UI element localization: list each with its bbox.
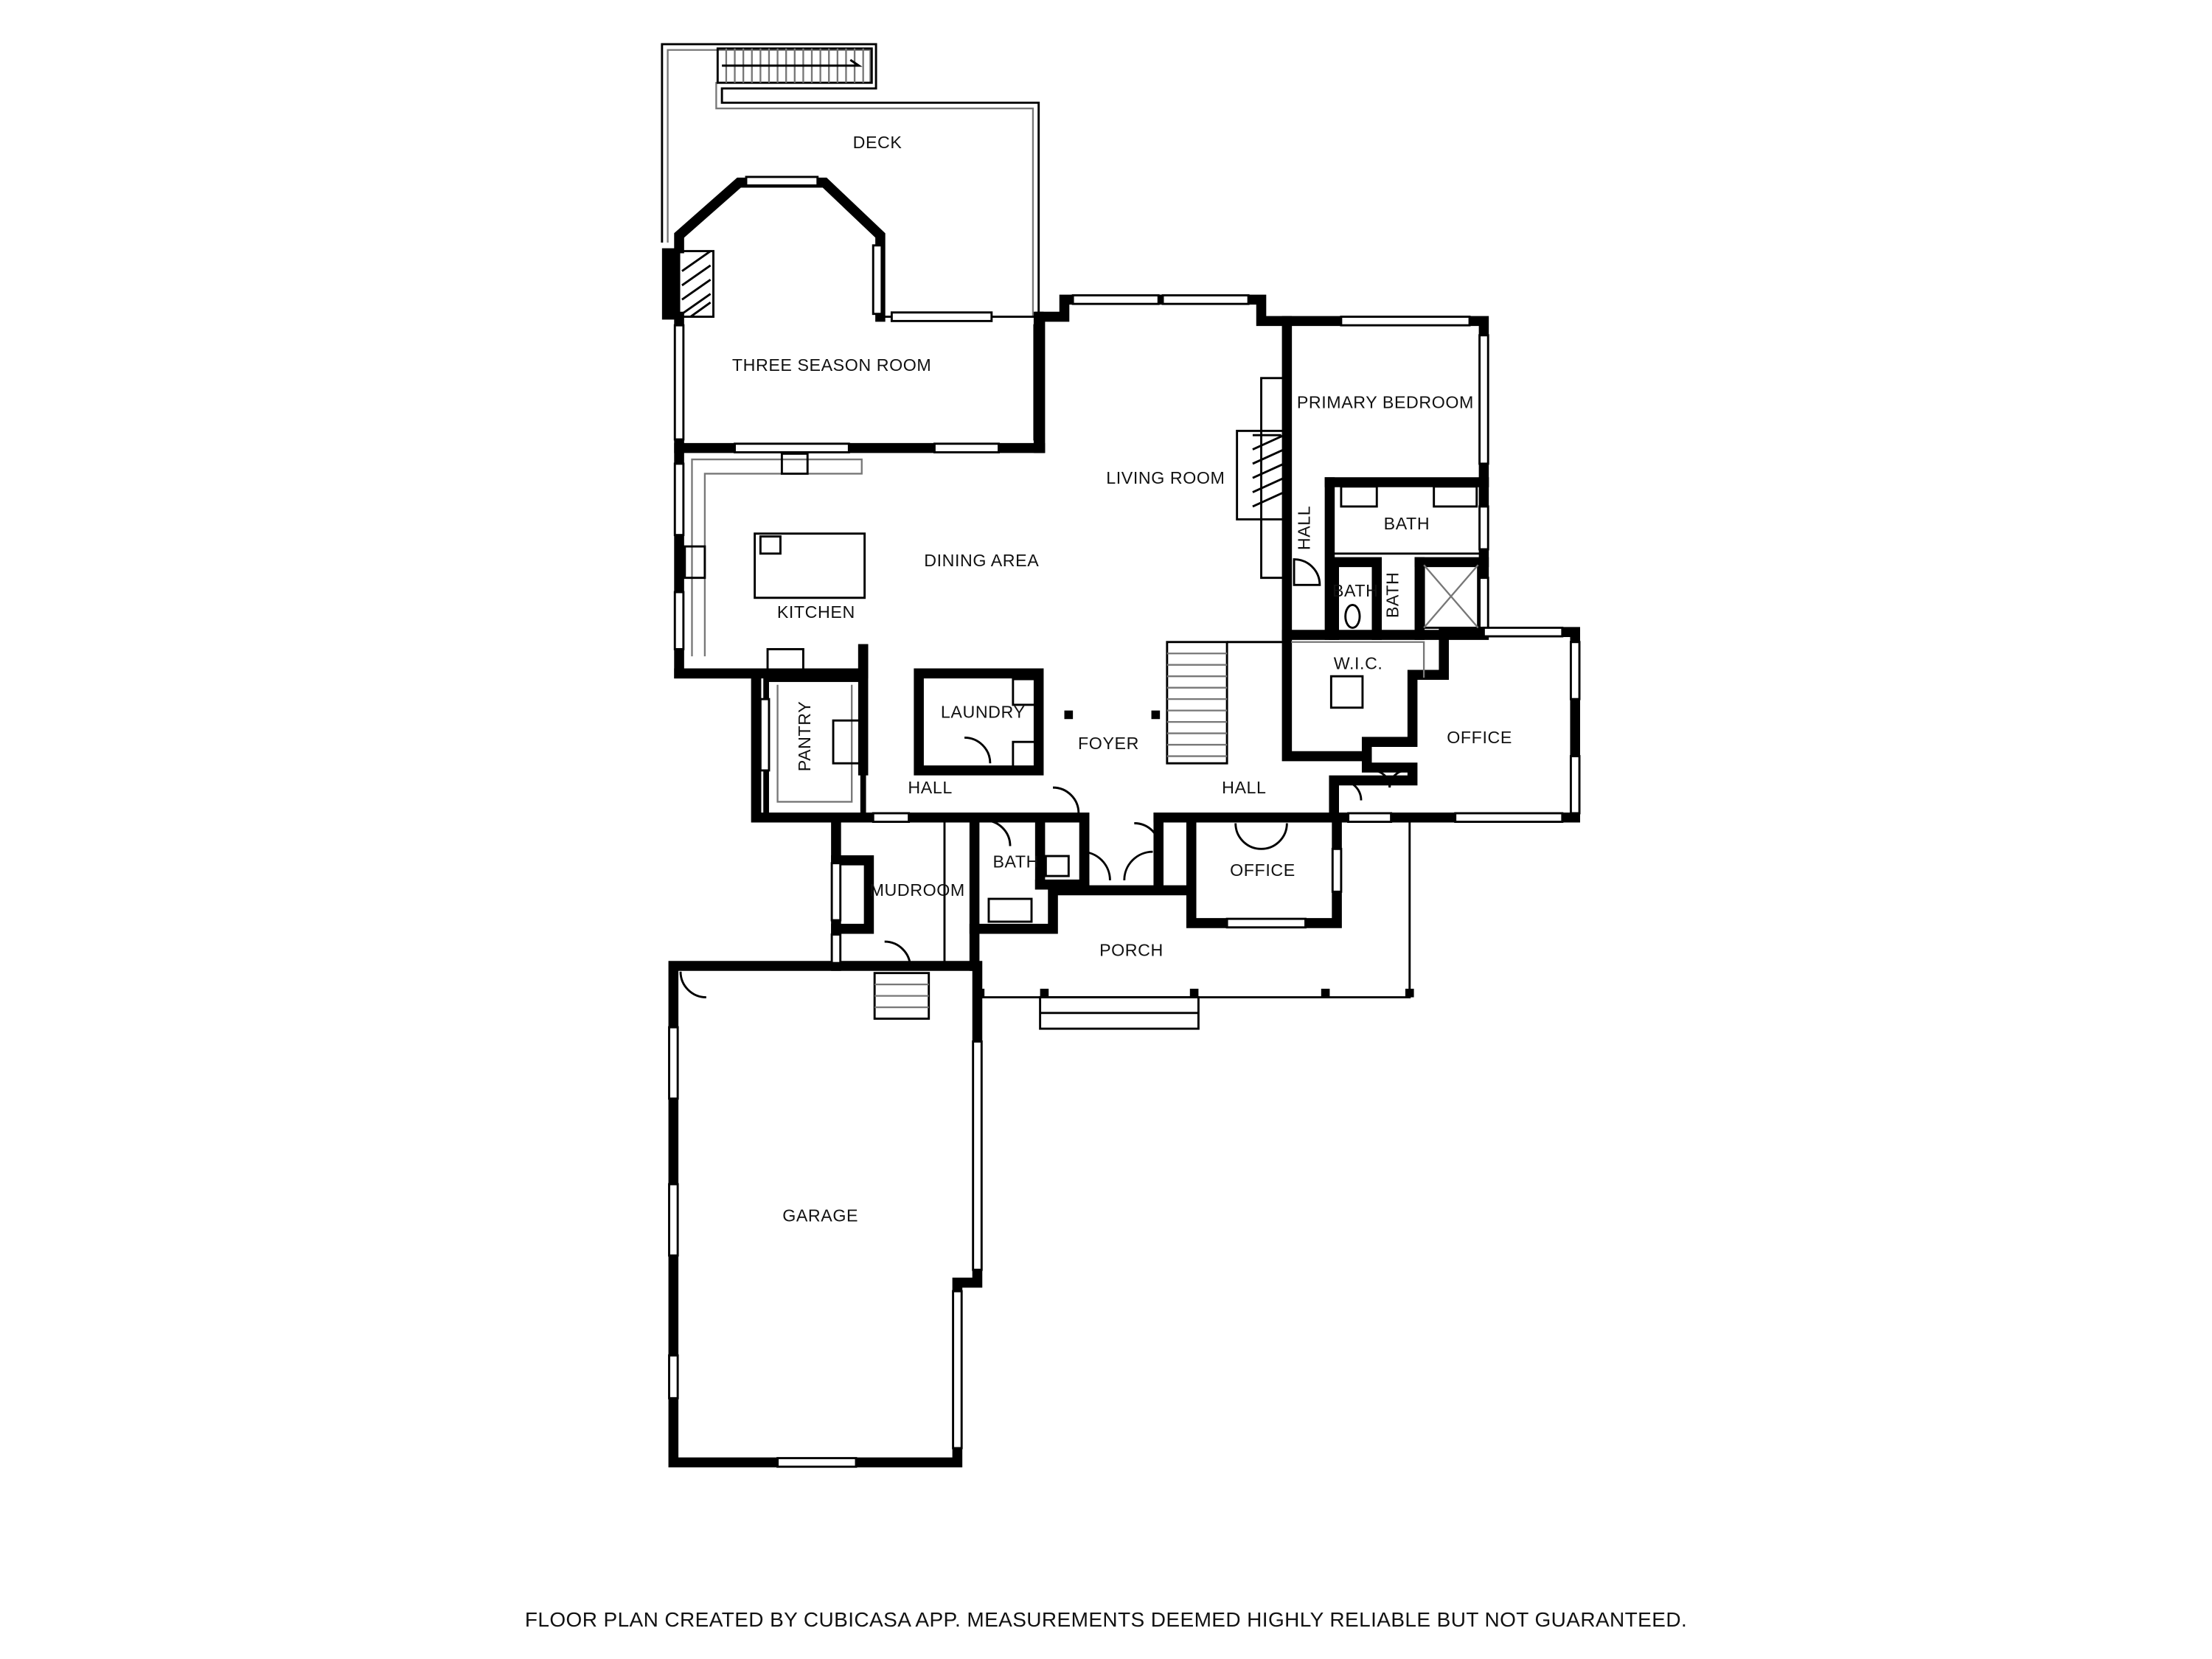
shower-icon — [1422, 563, 1480, 629]
room-label-kitchen: KITCHEN — [777, 602, 855, 622]
room-label-living-room: LIVING ROOM — [1106, 468, 1225, 487]
room-label-bath: BATH — [1332, 581, 1379, 600]
kitchen-island — [754, 532, 866, 599]
main-walls — [668, 294, 1581, 1468]
room-label-bath: BATH — [1382, 572, 1402, 619]
room-label-wic: W.I.C. — [1334, 654, 1383, 673]
stairs-icon — [1166, 641, 1284, 765]
room-label-office: OFFICE — [1447, 728, 1512, 747]
fireplace-icon — [661, 248, 714, 320]
room-label-mudroom: MUDROOM — [870, 880, 965, 900]
stairs-icon — [873, 972, 931, 1020]
room-label-deck: DECK — [853, 133, 902, 152]
room-label-porch: PORCH — [1099, 940, 1164, 959]
deck-area — [661, 43, 1040, 317]
room-label-foyer: FOYER — [1078, 734, 1139, 753]
fireplace-icon — [1236, 377, 1288, 580]
three-season-room-walls — [661, 175, 1046, 453]
room-label-dining-area: DINING AREA — [924, 551, 1039, 570]
footer-disclaimer: FLOOR PLAN CREATED BY CUBICASA APP. MEAS… — [524, 1608, 1688, 1631]
room-label-laundry: LAUNDRY — [941, 702, 1026, 721]
room-label-bath: BATH — [992, 852, 1039, 871]
stove-icon — [684, 545, 706, 580]
room-label-primary-bedroom: PRIMARY BEDROOM — [1297, 392, 1474, 411]
deck-stairs — [716, 47, 873, 84]
room-label-bath: BATH — [1384, 514, 1430, 533]
room-label-office: OFFICE — [1230, 860, 1295, 880]
room-label-hall: HALL — [908, 778, 952, 797]
windows — [668, 294, 1581, 1468]
fixtures — [679, 377, 1478, 1030]
room-label-pantry: PANTRY — [795, 701, 814, 772]
room-label-hall: HALL — [1222, 778, 1266, 797]
room-label-garage: GARAGE — [782, 1206, 858, 1225]
room-label-hall: HALL — [1294, 506, 1313, 550]
room-label-three-season-room: THREE SEASON ROOM — [732, 355, 931, 375]
